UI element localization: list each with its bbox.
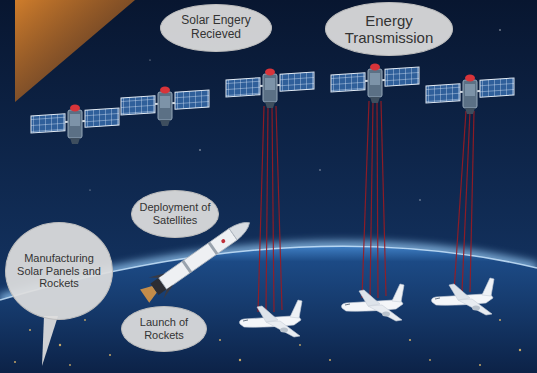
satellite <box>121 87 209 127</box>
airplane <box>240 300 303 337</box>
bubble-label: Energy Transmission <box>338 12 441 47</box>
stars <box>89 29 500 201</box>
satellite <box>426 75 514 115</box>
speech-bubble: Deployment of Satellites <box>131 190 220 238</box>
satellite <box>31 105 119 145</box>
bubble-label: Deployment of Satellites <box>140 201 211 226</box>
bubble-text-block: Energy Transmission <box>338 12 441 47</box>
bubble-label: Solar Engery Recieved <box>171 14 261 42</box>
bubble-text-block: Solar Engery Recieved <box>171 14 261 42</box>
energy-beams <box>258 101 474 312</box>
bubble-label: Launch of Rockets <box>130 316 199 341</box>
speech-bubble: Manufacturing Solar Panels and Rockets <box>5 222 114 320</box>
bubble-text-block: Launch of Rockets <box>130 316 199 341</box>
airplane <box>432 278 495 315</box>
speech-bubble: Solar Engery Recieved <box>160 4 272 52</box>
sunlight-rays <box>15 0 135 102</box>
satellite <box>226 69 314 109</box>
speech-bubble: Launch of Rockets <box>121 306 207 352</box>
bubble-text-block: Manufacturing Solar Panels and Rockets <box>16 252 103 290</box>
bubble-pointer <box>42 316 58 366</box>
satellite <box>331 64 419 104</box>
airplane <box>342 284 405 321</box>
bubble-label: Manufacturing Solar Panels and Rockets <box>16 252 103 290</box>
bubble-text-block: Deployment of Satellites <box>140 201 211 226</box>
speech-bubble: Energy Transmission <box>325 2 454 56</box>
